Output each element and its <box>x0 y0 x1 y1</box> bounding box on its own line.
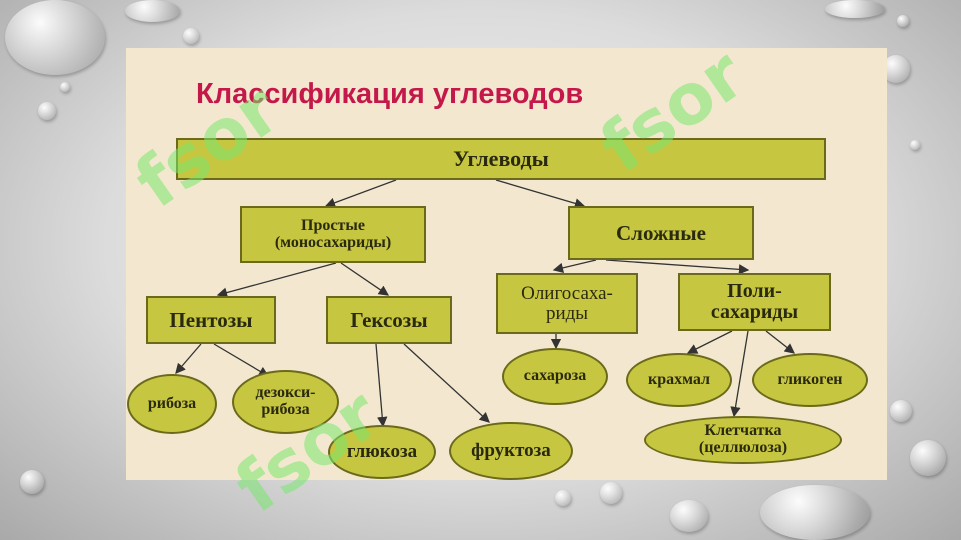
water-drop <box>897 15 909 27</box>
node-label: крахмал <box>647 370 711 388</box>
arrow <box>216 262 337 298</box>
water-drop <box>5 0 105 75</box>
node-label: рибоза <box>261 401 310 418</box>
arrow <box>552 259 597 273</box>
node-label: Простые <box>301 216 365 234</box>
node-hexoses: Гексозы <box>326 296 452 344</box>
water-drop <box>60 82 70 92</box>
water-drop <box>670 500 708 532</box>
water-drop <box>38 102 56 120</box>
node-label: дезокси- <box>255 384 316 402</box>
water-drop <box>125 0 180 22</box>
slide: Классификация углеводов Углеводы <box>126 48 887 480</box>
water-drop <box>183 28 199 44</box>
water-drop <box>825 0 885 18</box>
water-drop <box>910 140 920 150</box>
node-glucose: глюкоза <box>328 425 436 479</box>
node-label: Гексозы <box>350 307 428 332</box>
water-drop <box>555 490 571 506</box>
node-label: (моносахариды) <box>274 233 392 251</box>
water-drop <box>20 470 44 494</box>
arrow <box>686 330 733 354</box>
node-label: риды <box>545 302 589 324</box>
water-drop <box>910 440 946 476</box>
arrow <box>495 179 586 209</box>
arrow <box>175 343 202 374</box>
node-label: рибоза <box>147 394 197 412</box>
arrow <box>324 179 397 208</box>
connector-arrows <box>175 179 796 428</box>
arrow <box>605 259 750 275</box>
node-label: (целлюлоза) <box>698 439 788 456</box>
water-drop <box>600 482 622 504</box>
node-sucrose: сахароза <box>502 348 608 405</box>
water-drop <box>760 485 870 540</box>
node-glycogen: гликоген <box>752 353 868 407</box>
node-oligosaccharides: Олигосаха- риды <box>496 273 638 334</box>
node-carbohydrates: Углеводы <box>176 138 826 180</box>
node-cellulose: Клетчатка (целлюлоза) <box>644 416 842 464</box>
node-label: сахароза <box>523 367 587 385</box>
node-label: Клетчатка <box>704 422 782 440</box>
node-label: Пентозы <box>169 307 253 332</box>
node-pentoses: Пентозы <box>146 296 276 344</box>
node-starch: крахмал <box>626 353 732 407</box>
node-deoxyribose: дезокси- рибоза <box>232 370 339 434</box>
node-simple: Простые (моносахариды) <box>240 206 426 263</box>
slide-title: Классификация углеводов <box>196 78 584 110</box>
node-ribose: рибоза <box>127 374 217 434</box>
node-label: сахариды <box>710 301 799 323</box>
node-complex: Сложные <box>568 206 754 260</box>
node-label: Углеводы <box>453 146 549 172</box>
node-label: гликоген <box>777 370 843 388</box>
node-label: Сложные <box>616 220 706 245</box>
arrow <box>403 343 490 423</box>
arrow <box>375 343 388 428</box>
node-label: фруктоза <box>471 440 551 462</box>
node-polysaccharides: Поли- сахариды <box>678 273 831 331</box>
node-label: Олигосаха- <box>521 282 613 304</box>
node-label: глюкоза <box>346 441 418 463</box>
arrow <box>213 343 270 377</box>
node-fructose: фруктоза <box>449 422 573 480</box>
arrow <box>340 262 390 296</box>
water-drop <box>890 400 912 422</box>
arrow <box>730 330 749 418</box>
arrow <box>765 330 796 354</box>
node-label: Поли- <box>727 280 782 302</box>
